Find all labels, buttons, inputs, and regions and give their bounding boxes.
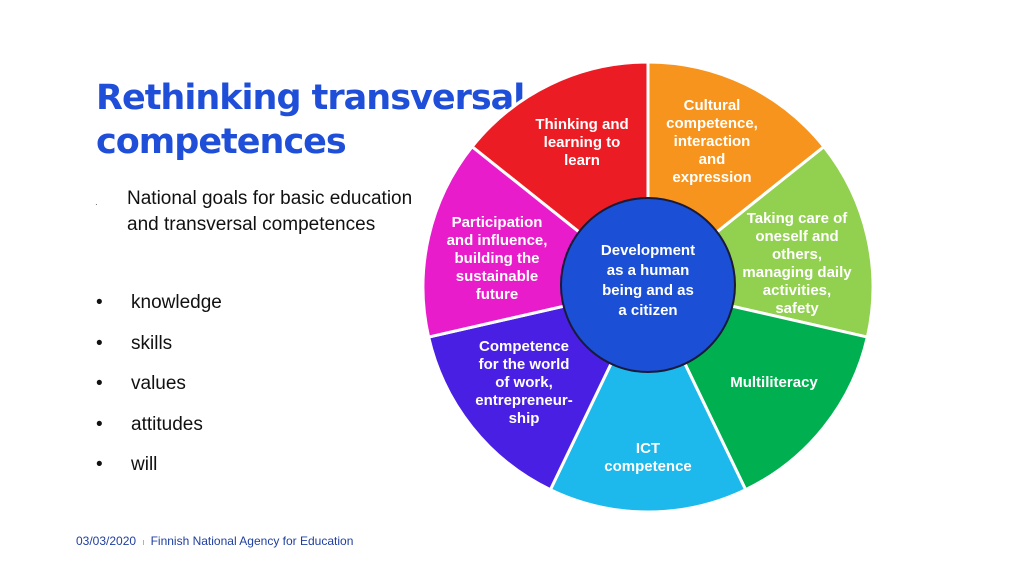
segment-label-line: Multiliteracy	[730, 374, 818, 391]
segment-label-line: competence	[604, 458, 692, 475]
subtitle-bullet: ·	[95, 200, 98, 209]
segment-label-line: ship	[508, 410, 540, 427]
title-line-1: Rethinking transversal	[96, 78, 525, 118]
bullet-dot: •	[96, 332, 103, 354]
bullet-text: skills	[131, 332, 173, 354]
segment-label: Multiliteracy	[730, 374, 818, 392]
bullet-dot: •	[96, 373, 103, 394]
segment-label-line: building the	[454, 250, 540, 267]
wheel-segment	[548, 283, 748, 514]
subtitle: National goals for basic education and t…	[127, 186, 412, 238]
bullet-list: • knowledge • skills • values • attitudes • w…	[96, 290, 222, 493]
segment-label-line: and influence,	[446, 232, 548, 249]
segment-label-line: Competence	[478, 338, 570, 355]
segment-label-line: Cultural	[683, 97, 741, 114]
segment-label-line: learning to	[543, 134, 621, 151]
segment-label-line: for the world	[478, 356, 570, 373]
segment-label-line: entrepreneur-	[475, 392, 573, 409]
segment-label-line: Thinking and	[535, 116, 629, 133]
bullet-item: • attitudes	[96, 412, 222, 453]
bullet-dot: •	[96, 413, 103, 435]
bullet-item: • will	[96, 452, 222, 493]
center-circle	[560, 197, 736, 373]
subtitle-line-2: and transversal competences	[127, 214, 376, 235]
segment-label-line: competence,	[666, 115, 758, 132]
footer-separator: ı	[142, 537, 145, 547]
segment-label-line: ICT	[635, 440, 661, 457]
segment-label-line: future	[475, 286, 519, 303]
center-label-line: being and as	[602, 282, 694, 299]
segment-label-line: expression	[672, 169, 752, 186]
bullet-text: knowledge	[131, 292, 222, 313]
bullet-dot: •	[96, 292, 103, 313]
segment-label-line: Taking care of	[746, 210, 848, 227]
bullet-item: • skills	[96, 331, 222, 372]
footer: 03/03/2020 ı Finnish National Agency for E…	[76, 534, 353, 548]
footer-date: 03/03/2020	[76, 534, 137, 548]
segment-label-line: managing daily	[742, 264, 852, 281]
center-label-line: as a human	[606, 262, 690, 279]
bullet-text: will	[131, 454, 158, 475]
segment-label-line: learn	[564, 152, 600, 169]
segment-label-line: and	[698, 151, 726, 168]
segment-label-line: Participation	[451, 214, 543, 231]
bullet-item: • values	[96, 371, 222, 412]
bullet-item: • knowledge	[96, 290, 222, 331]
center-label-line: a citizen	[618, 302, 678, 319]
segment-label-line: of work,	[495, 374, 553, 391]
center-label-line: Development	[600, 242, 696, 259]
bullet-text: attitudes	[131, 413, 203, 435]
segment-label-line: safety	[775, 300, 819, 317]
footer-org: Finnish National Agency for Education	[150, 534, 354, 548]
segment-label-line: interaction	[673, 133, 751, 150]
bullet-dot: •	[96, 454, 103, 475]
segment-label-line: oneself and	[755, 228, 839, 245]
bullet-text: values	[131, 373, 186, 394]
center-label: Development as a human being and as a citiz…	[601, 241, 695, 321]
segment-label-line: activities,	[762, 282, 832, 299]
segment-label-line: sustainable	[455, 268, 539, 285]
subtitle-line-1: National goals for basic education	[127, 188, 413, 209]
title-line-2: competences	[96, 122, 347, 162]
segment-label-line: others,	[771, 246, 823, 263]
slide-title: Rethinking transversal competences	[96, 76, 525, 164]
